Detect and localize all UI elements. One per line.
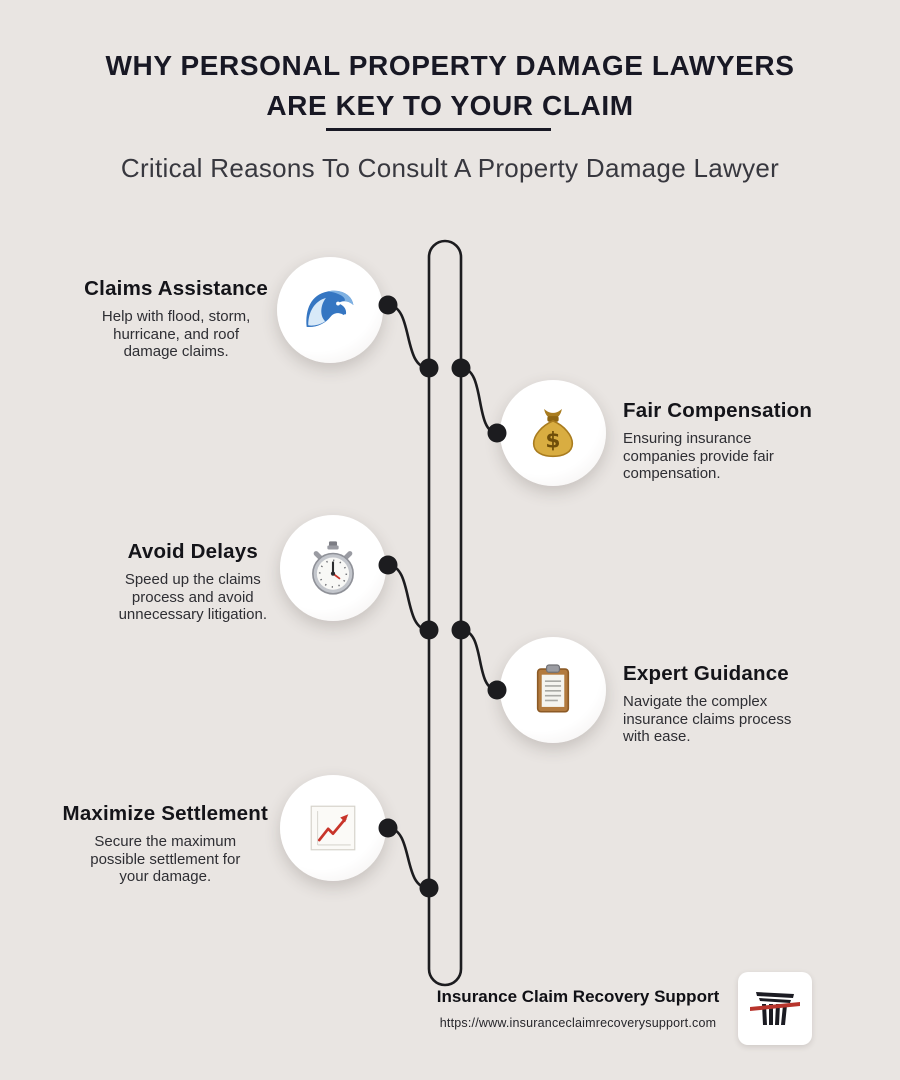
line-chart-icon xyxy=(310,805,356,851)
item-desc-line: Navigate the complex xyxy=(623,693,768,710)
brand-logo-box xyxy=(738,972,812,1045)
item-title: Fair Compensation xyxy=(623,399,813,422)
item-description: Secure the maximum possible settlement f… xyxy=(63,833,268,886)
clipboard-icon xyxy=(536,664,570,713)
page-title: WHY PERSONAL PROPERTY DAMAGE LAWYERS ARE… xyxy=(0,46,900,126)
item-desc-line: process and avoid xyxy=(131,588,254,606)
item-desc-line: Help with flood, storm, xyxy=(101,308,251,325)
page-subtitle: Critical Reasons To Consult A Property D… xyxy=(120,153,780,183)
timeline-item-fair-compensation: Fair Compensation Ensuring insurance com… xyxy=(623,399,812,483)
item-desc-line: companies provide fair xyxy=(623,447,774,465)
page-title-line2: ARE KEY TO YOUR CLAIM xyxy=(266,90,634,121)
timeline-item-maximize-settlement: Maximize Settlement Secure the maximum p… xyxy=(63,802,268,886)
item-desc-line: compensation. xyxy=(623,465,721,482)
connector-line xyxy=(460,628,498,692)
item-description: Navigate the complex insurance claims pr… xyxy=(623,693,791,746)
timeline-capsule xyxy=(427,239,463,987)
item-icon-circle xyxy=(280,515,386,621)
connector-line xyxy=(387,826,430,890)
timeline-item-expert-guidance: Expert Guidance Navigate the complex ins… xyxy=(623,662,791,746)
item-icon-circle xyxy=(280,775,386,881)
item-icon-circle xyxy=(500,637,606,743)
item-desc-line: Ensuring insurance xyxy=(623,430,752,447)
item-description: Help with flood, storm, hurricane, and r… xyxy=(84,308,268,361)
item-title: Avoid Delays xyxy=(127,540,258,563)
item-desc-line: possible settlement for xyxy=(90,850,241,868)
pillar-logo-icon xyxy=(750,991,800,1025)
item-icon-circle: $ xyxy=(500,380,606,486)
timeline-item-claims-assistance: Claims Assistance Help with flood, storm… xyxy=(84,277,268,361)
page-title-line1: WHY PERSONAL PROPERTY DAMAGE LAWYERS xyxy=(105,50,795,81)
item-title: Expert Guidance xyxy=(623,662,789,685)
item-description: Speed up the claims process and avoid un… xyxy=(119,571,267,624)
item-desc-line: insurance claims process xyxy=(623,710,792,728)
item-desc-line: unnecessary litigation. xyxy=(118,606,267,623)
item-desc-line: with ease. xyxy=(623,728,691,745)
item-description: Ensuring insurance companies provide fai… xyxy=(623,430,812,483)
item-desc-line: damage claims. xyxy=(123,343,229,360)
item-desc-line: your damage. xyxy=(119,868,212,885)
item-desc-line: hurricane, and roof xyxy=(113,325,240,343)
timeline-item-avoid-delays: Avoid Delays Speed up the claims process… xyxy=(119,540,267,624)
footer-website-url: https://www.insuranceclaimrecoverysuppor… xyxy=(439,1016,717,1030)
ocean-wave-icon xyxy=(306,290,355,328)
connector-line xyxy=(387,563,430,632)
money-bag-icon: $ xyxy=(532,408,574,458)
item-title: Claims Assistance xyxy=(84,277,268,300)
title-underline-divider xyxy=(326,128,551,131)
item-desc-line: Speed up the claims xyxy=(124,571,261,588)
connector-dots xyxy=(378,295,507,898)
svg-text:$: $ xyxy=(545,429,560,454)
item-title: Maximize Settlement xyxy=(62,802,268,825)
footer-brand-name: Insurance Claim Recovery Support xyxy=(436,987,720,1006)
connector-line xyxy=(387,303,430,370)
item-icon-circle xyxy=(277,257,383,363)
item-desc-line: Secure the maximum xyxy=(94,833,237,850)
connector-line xyxy=(460,366,498,435)
stopwatch-icon xyxy=(312,541,354,595)
